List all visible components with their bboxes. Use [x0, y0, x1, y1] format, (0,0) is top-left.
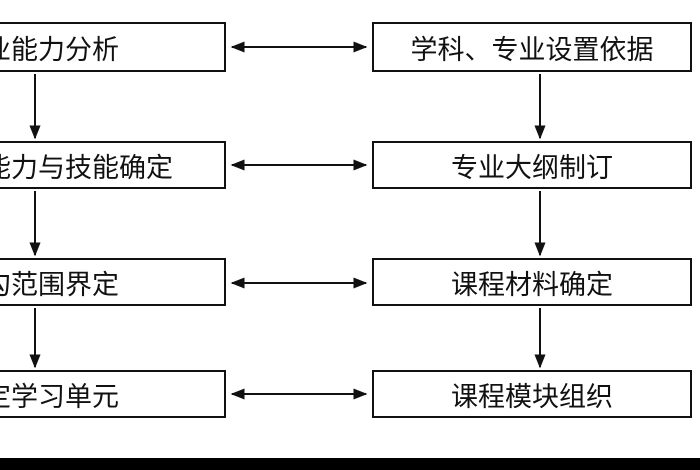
right-step-2-box: 专业大纲制订 [372, 141, 692, 189]
right-step-3-label: 课程材料确定 [451, 269, 613, 301]
left-step-1-label: 业能力分析 [0, 34, 119, 66]
right-step-4-label: 课程模块组织 [451, 381, 613, 413]
left-step-2-label: 能力与技能确定 [0, 152, 173, 184]
right-step-2-label: 专业大纲制订 [451, 152, 613, 184]
right-step-1-label: 学科、专业设置依据 [410, 34, 654, 66]
left-step-2-box: 能力与技能确定 [0, 141, 226, 189]
right-step-1-box: 学科、专业设置依据 [372, 22, 692, 72]
left-step-3-box: 勾范围界定 [0, 258, 226, 306]
left-step-3-label: 勾范围界定 [0, 269, 119, 301]
right-step-3-box: 课程材料确定 [372, 258, 692, 306]
right-step-4-box: 课程模块组织 [372, 370, 692, 418]
bottom-bar [0, 458, 700, 470]
left-step-1-box: 业能力分析 [0, 22, 226, 72]
